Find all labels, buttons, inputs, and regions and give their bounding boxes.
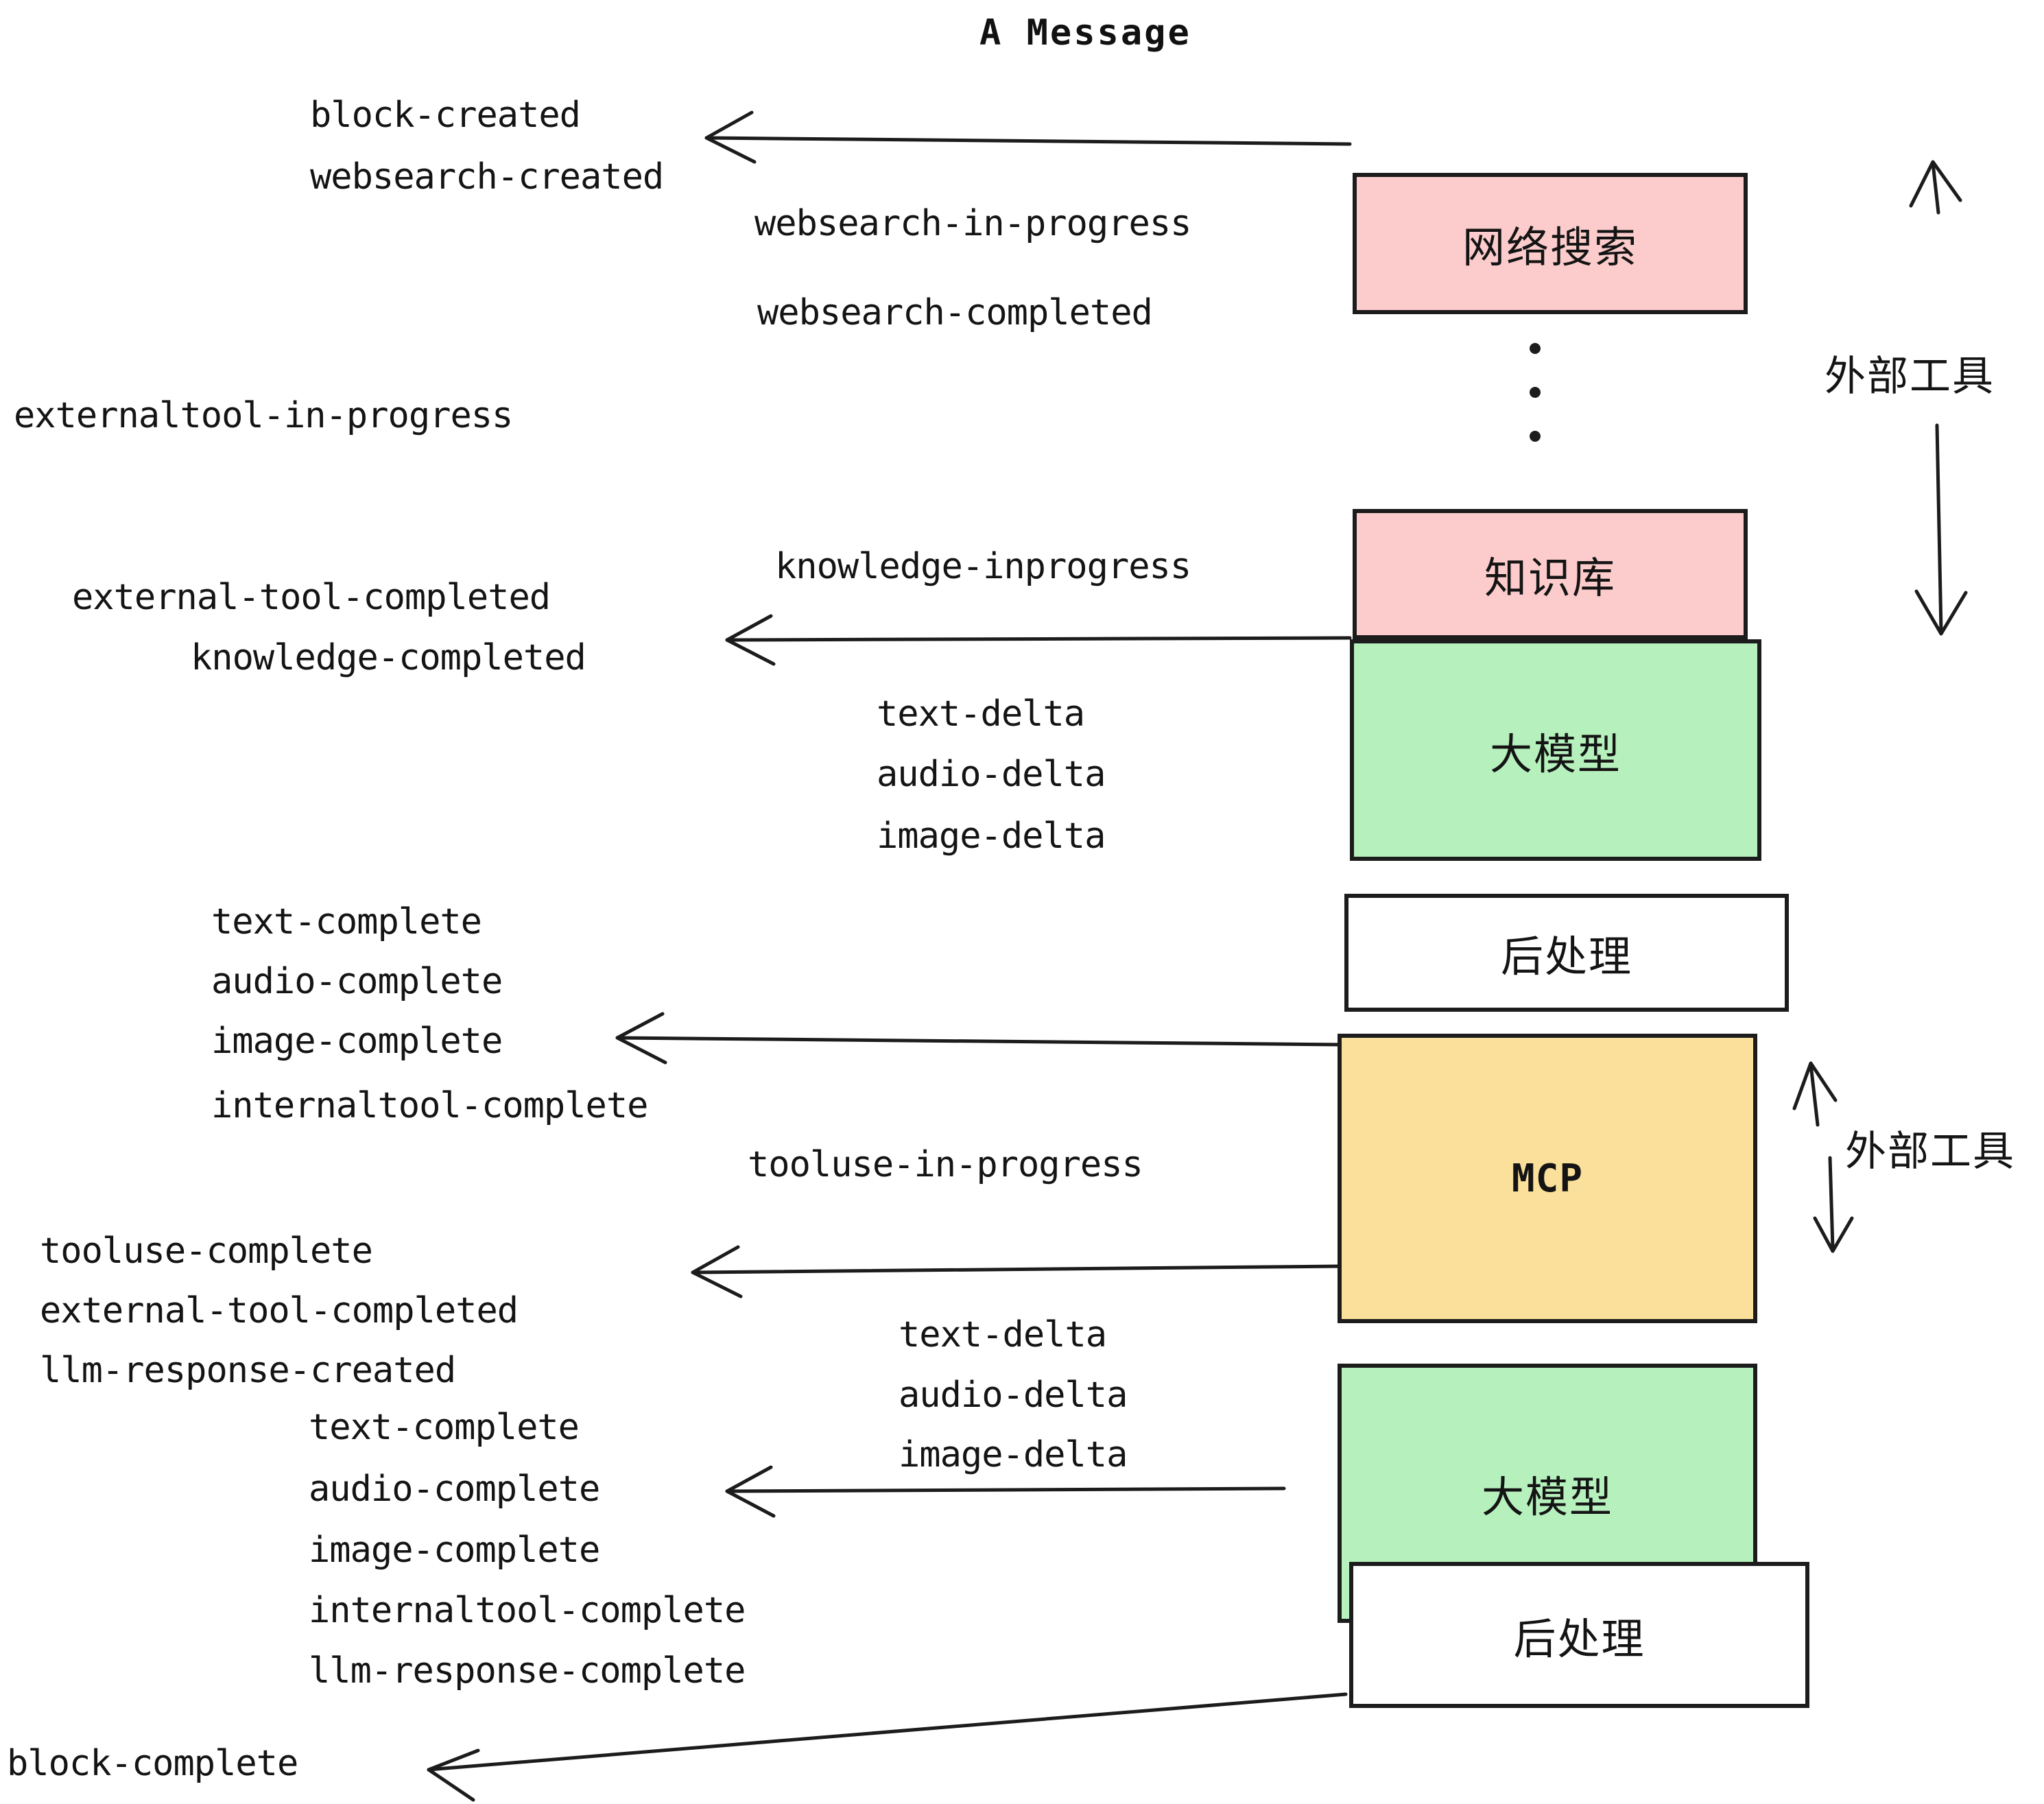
event-label-knowledge-completed: knowledge-completed [191,637,586,678]
event-label-text-complete-1: text-complete [211,901,482,942]
event-label-knowledge-inprogress: knowledge-inprogress [775,546,1191,587]
box-websearch-label: 网络搜索 [1462,222,1638,272]
event-label-image-delta-1: image-delta [877,816,1106,857]
event-label-image-complete-2: image-complete [309,1530,600,1571]
box-knowledge-label: 知识库 [1484,553,1616,603]
event-label-text-complete-2: text-complete [309,1407,580,1448]
event-label-internaltool-complete-1: internaltool-complete [211,1085,648,1126]
box-llm-top[interactable]: 大模型 [1350,639,1761,861]
box-postprocess-top-label: 后处理 [1500,931,1632,982]
event-label-websearch-completed: websearch-completed [757,292,1153,333]
arrow-websearch-to-created [704,110,1352,164]
event-label-audio-delta-2: audio-delta [899,1375,1128,1416]
box-websearch[interactable]: 网络搜索 [1353,173,1748,314]
box-postprocess-bottom-label: 后处理 [1513,1613,1645,1664]
event-label-block-complete: block-complete [7,1743,298,1784]
event-label-image-delta-2: image-delta [899,1434,1128,1475]
diagram-title: A Message [979,12,1191,54]
box-llm-top-label: 大模型 [1489,728,1621,779]
box-knowledge[interactable]: 知识库 [1353,509,1748,639]
event-label-block-created: block-created [310,95,581,136]
event-label-audio-complete-2: audio-complete [309,1469,600,1510]
event-label-external-tool-completed-2: external-tool-completed [40,1290,519,1331]
event-label-image-complete-1: image-complete [211,1021,503,1062]
event-label-external-tool-completed-1: external-tool-completed [72,577,551,618]
arrow-postprocess-to-block-complete [427,1692,1348,1802]
box-postprocess-bottom[interactable]: 后处理 [1349,1562,1809,1708]
arrow-knowledge-to-completed [725,614,1352,666]
box-mcp-label: MCP [1511,1156,1584,1201]
event-label-internaltool-complete-2: internaltool-complete [309,1590,746,1631]
event-label-tooluse-in-progress: tooluse-in-progress [748,1144,1143,1185]
box-postprocess-top[interactable]: 后处理 [1344,894,1789,1012]
event-label-text-delta-2: text-delta [899,1314,1107,1355]
event-label-websearch-created: websearch-created [310,156,664,198]
side-label-external-tool-bottom: 外部工具 [1845,1128,2015,1176]
ellipsis-dots [1530,343,1541,475]
event-label-tooluse-complete: tooluse-complete [40,1231,373,1272]
event-label-text-delta-1: text-delta [877,693,1085,735]
external-tool-arrow-bottom [1792,1061,1854,1253]
event-label-externaltool-in-progress: externaltool-in-progress [14,395,513,436]
box-mcp[interactable]: MCP [1338,1034,1757,1323]
event-label-llm-response-complete: llm-response-complete [309,1650,746,1692]
event-label-websearch-in-progress: websearch-in-progress [754,203,1191,244]
event-label-audio-delta-1: audio-delta [877,754,1106,795]
box-llm-bottom-label: 大模型 [1481,1472,1613,1522]
event-label-audio-complete-1: audio-complete [211,961,503,1002]
arrow-postprocess-to-image-complete [615,1012,1348,1065]
event-label-llm-response-created: llm-response-created [40,1350,456,1391]
side-label-external-tool-top: 外部工具 [1825,353,1995,401]
arrow-mcp-to-tooluse-complete [691,1245,1343,1298]
